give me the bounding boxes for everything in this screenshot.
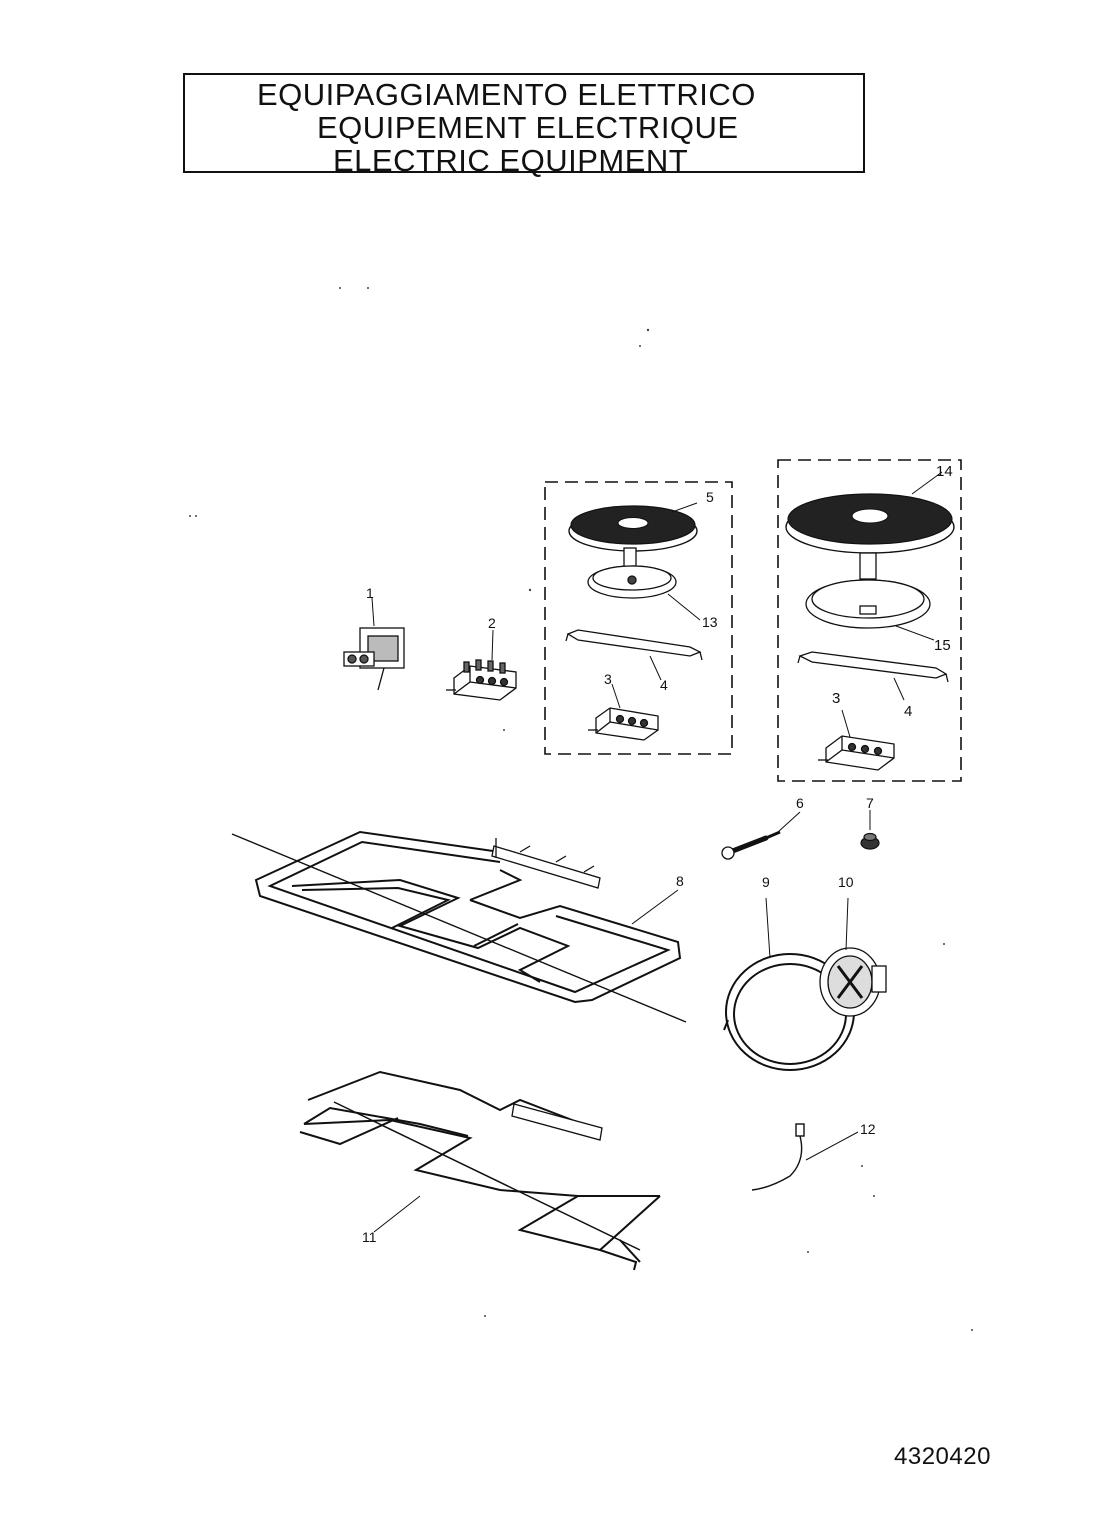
part-13-support-tray-small [587, 547, 677, 599]
part-3-terminal-block-small [588, 707, 659, 741]
scan-specks [189, 287, 973, 1331]
part-8-mounting-plate [491, 838, 601, 889]
part-11-mounting-plate [511, 1103, 603, 1141]
callout-4-large-group: 4 [904, 703, 912, 720]
callout-13: 13 [702, 614, 718, 630]
hotplate-group-small-box [544, 481, 733, 755]
part-7-lamp-cover [860, 832, 880, 850]
part-1-thermostat [343, 627, 405, 691]
part-10-fan-motor [819, 947, 887, 1017]
callout-6: 6 [796, 795, 804, 811]
callout-11: 11 [362, 1229, 377, 1245]
document-code: 4320420 [894, 1443, 991, 1470]
callout-1: 1 [366, 585, 374, 601]
callout-10: 10 [838, 874, 854, 890]
part-3-terminal-block-large [818, 735, 895, 771]
title-french: EQUIPEMENT ELECTRIQUE [317, 110, 739, 145]
callout-14: 14 [936, 463, 953, 480]
callout-12: 12 [860, 1121, 876, 1137]
part-8-grill-element [231, 830, 687, 1023]
callout-7: 7 [866, 795, 874, 811]
part-2-switch [446, 659, 517, 701]
callout-15: 15 [934, 637, 951, 654]
part-11-lower-element [299, 1070, 661, 1271]
part-5-hotplate-small [568, 505, 698, 552]
callout-3-large-group: 3 [832, 690, 840, 707]
callout-3-small-group: 3 [604, 671, 612, 687]
part-12-temperature-sensor [751, 1123, 805, 1191]
part-14-hotplate-large [785, 493, 955, 554]
callout-8: 8 [676, 873, 684, 889]
callout-4-small-group: 4 [660, 677, 668, 693]
title-english: ELECTRIC EQUIPMENT [333, 143, 689, 178]
part-15-support-tray-large [805, 552, 931, 629]
callout-5: 5 [706, 489, 714, 505]
part-4-bracket-small [565, 629, 703, 661]
title-italian: EQUIPAGGIAMENTO ELETTRICO [257, 77, 756, 112]
hotplate-group-large-box [777, 459, 962, 782]
part-4-bracket-large [797, 651, 949, 683]
callout-2: 2 [488, 615, 496, 631]
part-6-lamp-holder [721, 830, 781, 860]
title-box: EQUIPAGGIAMENTO ELETTRICO EQUIPEMENT ELE… [183, 73, 865, 178]
callout-9: 9 [762, 874, 770, 890]
